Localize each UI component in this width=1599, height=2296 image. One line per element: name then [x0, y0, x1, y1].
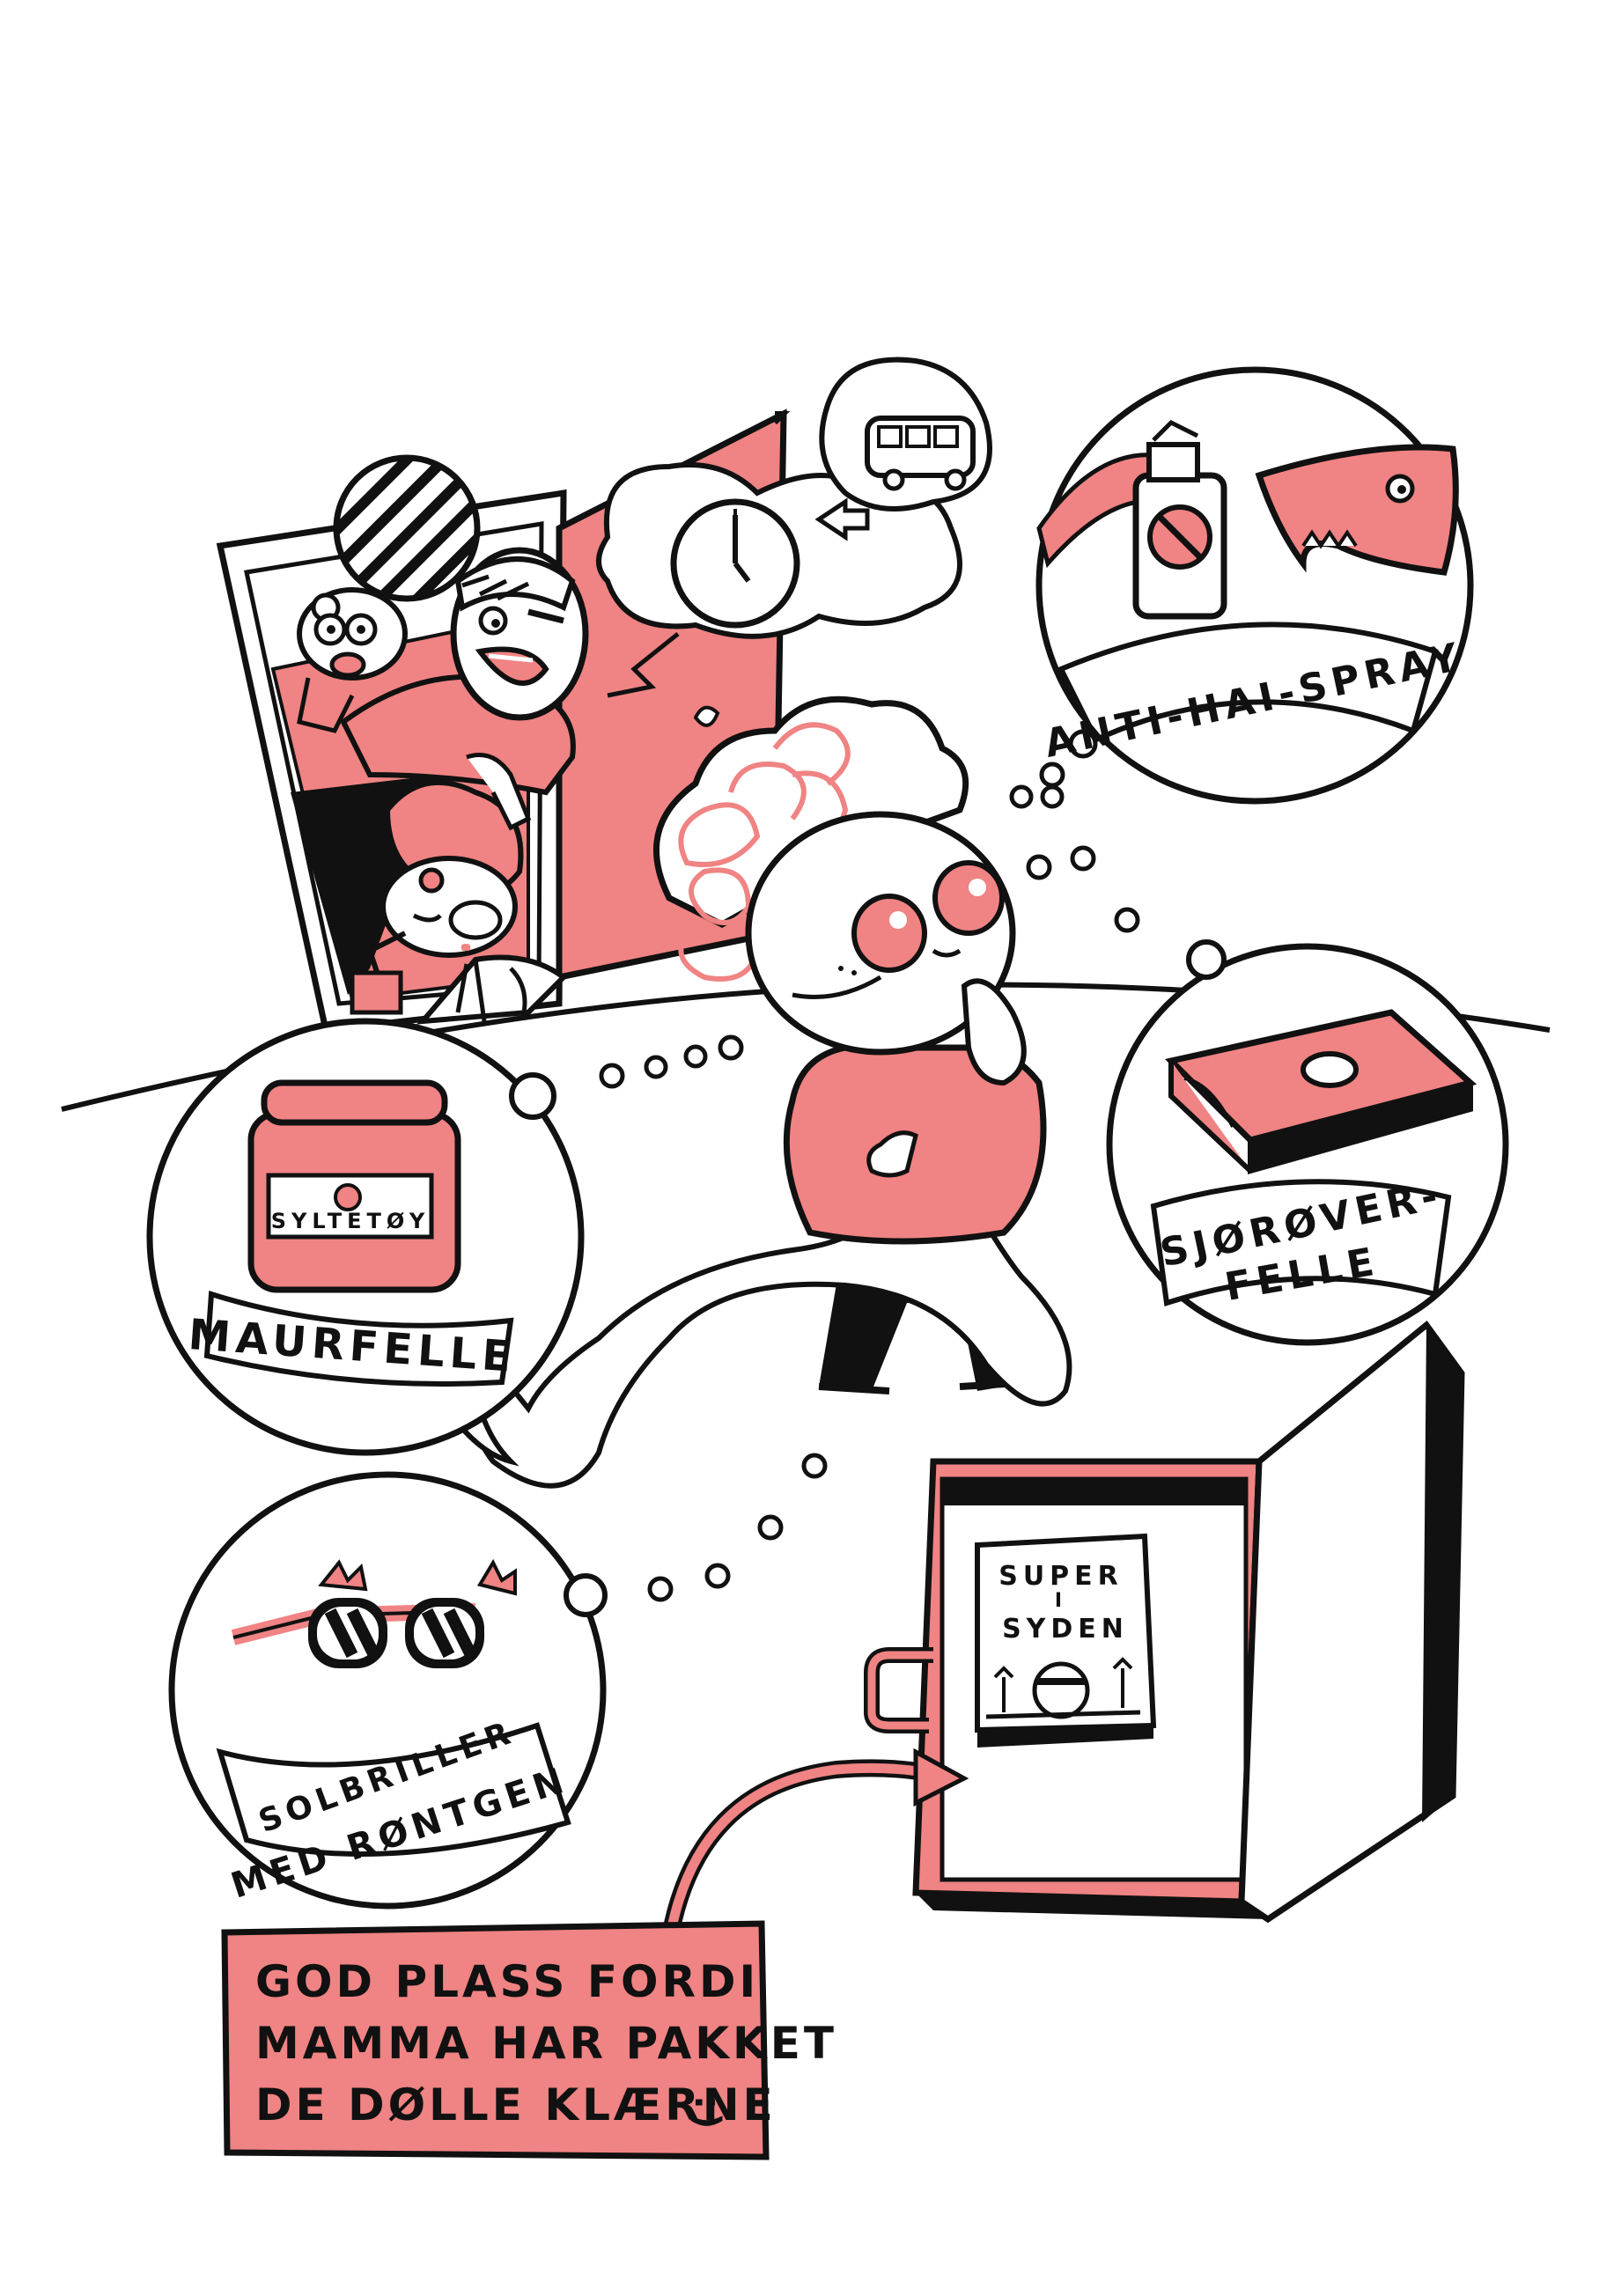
caption-smiley: :) — [687, 2095, 727, 2132]
book-title-1: SUPER — [998, 1561, 1124, 1592]
arrow-head — [913, 1748, 969, 1807]
schedule-thought — [596, 357, 992, 698]
scared-child — [297, 587, 408, 733]
sunglasses-icon — [231, 1558, 517, 1668]
bubble-xray-sunglasses: SOLBRILLER MED RØNTGEN — [168, 1471, 608, 1910]
doorway-scene — [216, 357, 992, 1034]
bubble-pirate-trap: SJØRØVER- FELLE — [1106, 939, 1509, 1346]
curly-hair — [653, 695, 969, 982]
pointer-arrow — [660, 1759, 942, 1950]
adult-figure — [340, 547, 589, 796]
bubble-jam-ant-trap: SYLTETØY MAURFELLE — [146, 1018, 585, 1456]
open-suitcase: SUPER I SYDEN — [864, 1320, 1465, 1924]
red-haired-kid — [350, 753, 568, 1025]
bus-icon — [865, 416, 976, 491]
jam-jar-icon: SYLTETØY — [247, 1079, 461, 1293]
caption-line-2: MAMMA HAR PAKKET — [255, 2018, 837, 2069]
strawberry-icon — [334, 1183, 362, 1211]
book-title-2: I — [1055, 1590, 1067, 1612]
caption-line-1: GOD PLASS FORDI — [255, 1956, 759, 2007]
caption-line-3: DE DØLLE KLÆRNE — [255, 2079, 777, 2130]
wooden-plank-icon — [1165, 1009, 1477, 1174]
caption-box: GOD PLASS FORDI MAMMA HAR PAKKET DE DØLL… — [221, 1920, 837, 2160]
shark-icon — [1255, 444, 1459, 576]
jar-label-text: SYLTETØY — [271, 1209, 430, 1233]
spray-can-icon — [1132, 419, 1227, 620]
book-title-3: SYDEN — [1002, 1614, 1129, 1645]
bubble-anti-shark-spray: ANTI-HAI-SPRAY — [1035, 366, 1474, 809]
book-super-i-syden: SUPER I SYDEN — [975, 1533, 1157, 1748]
striped-ball — [333, 454, 481, 602]
